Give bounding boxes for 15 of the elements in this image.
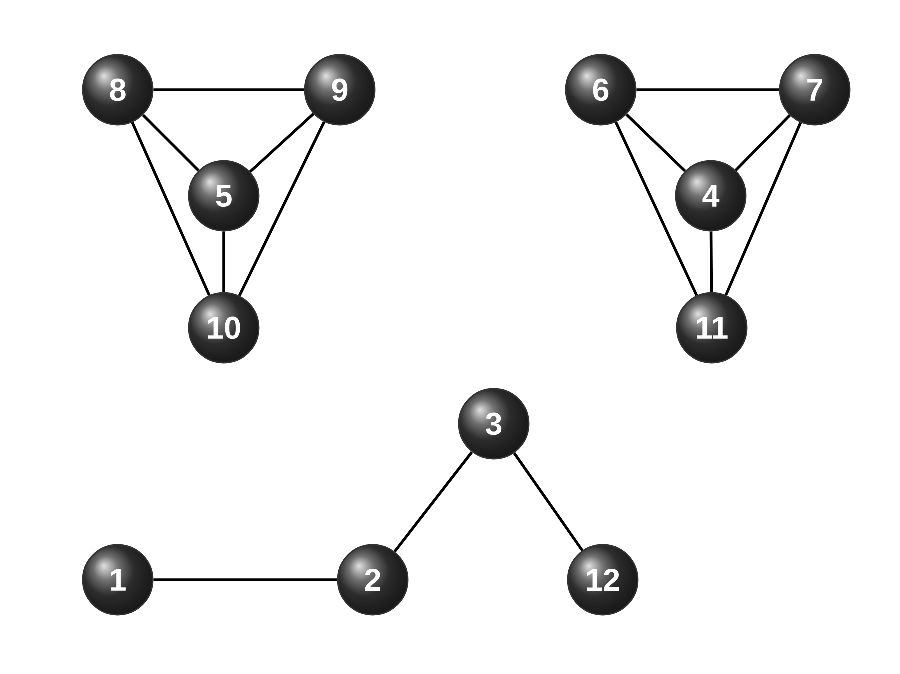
edge-line [626,114,686,172]
edge-line [636,88,780,92]
edge-line [614,122,698,296]
edge-line [735,114,791,172]
edge-line [154,578,338,582]
edge-line [142,114,200,172]
edge-line [222,232,226,292]
edge-line [394,451,474,553]
edge-line [131,122,211,296]
edge-line [710,232,714,292]
edge-line [513,452,584,552]
edge-line [154,88,304,92]
edge-line [238,121,326,297]
edge-line [724,122,802,296]
edge-line [249,113,315,173]
